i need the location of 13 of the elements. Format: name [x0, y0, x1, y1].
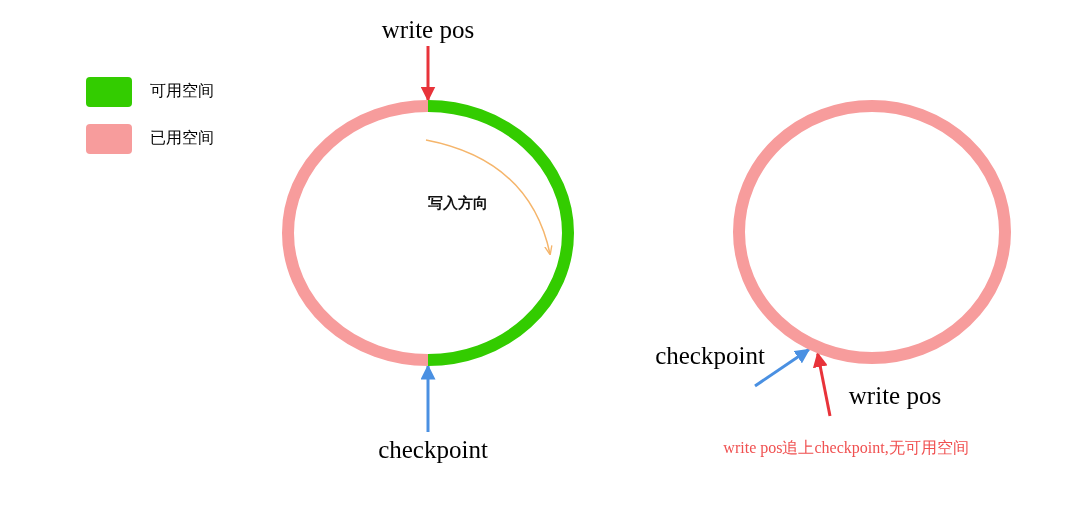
arrow: [420, 46, 436, 102]
log-ring: [282, 100, 574, 366]
pointer-label: write pos: [848, 382, 942, 410]
pointer-label: checkpoint: [655, 342, 765, 370]
pointer-label: checkpoint: [378, 436, 488, 464]
arrow: [812, 352, 832, 417]
legend-label: 可用空间: [150, 81, 214, 101]
direction-label: 写入方向: [428, 193, 488, 213]
legend-label: 已用空间: [150, 128, 214, 148]
note-text: write pos追上checkpoint,无可用空间: [723, 437, 969, 459]
arrow: [420, 364, 436, 432]
arrow: [754, 348, 811, 388]
pointer-label: write pos: [381, 16, 475, 44]
